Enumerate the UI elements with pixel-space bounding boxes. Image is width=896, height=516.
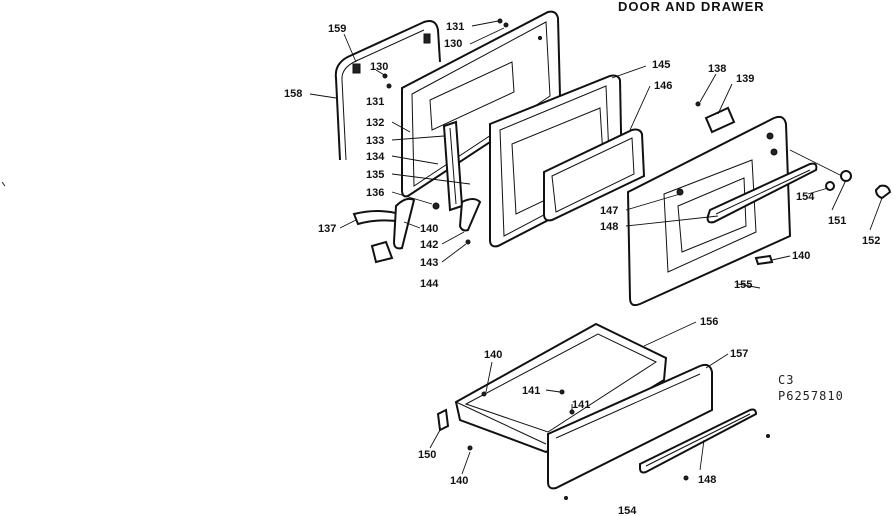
callout-labels: 159 131 130 130 131 158 132 133 134 135 … xyxy=(284,21,880,516)
callout-136: 136 xyxy=(366,187,384,199)
part-clip-140 xyxy=(754,254,774,266)
callout-159: 159 xyxy=(328,23,346,35)
callout-144: 144 xyxy=(420,278,439,290)
callout-138: 138 xyxy=(708,63,726,75)
callout-148: 148 xyxy=(600,221,618,233)
callout-154: 154 xyxy=(618,505,637,516)
callout-140: 140 xyxy=(420,223,438,235)
part-drawer-body xyxy=(454,322,668,454)
part-handle-bracket xyxy=(695,101,736,134)
part-drawer-clip xyxy=(436,389,770,500)
callout-157: 157 xyxy=(730,348,748,360)
callout-143: 143 xyxy=(420,257,438,269)
callout-133: 133 xyxy=(366,135,384,147)
part-window-glass xyxy=(543,128,646,222)
part-door-hinge-assembly xyxy=(352,120,482,264)
callout-148: 148 xyxy=(698,474,716,486)
callout-135: 135 xyxy=(366,169,384,181)
stray-mark xyxy=(1,181,6,187)
callout-139: 139 xyxy=(736,73,754,85)
callout-132: 132 xyxy=(366,117,384,129)
callout-154: 154 xyxy=(796,191,815,203)
part-drawer-front xyxy=(547,363,713,490)
callout-145: 145 xyxy=(652,59,670,71)
diagram-code-line2: P6257810 xyxy=(778,389,844,403)
callout-140: 140 xyxy=(484,349,502,361)
callout-146: 146 xyxy=(654,80,672,92)
callout-137: 137 xyxy=(318,223,336,235)
part-outer-door-panel xyxy=(401,10,562,198)
part-handle-caps xyxy=(789,149,892,200)
callout-140: 140 xyxy=(792,250,810,262)
callout-130: 130 xyxy=(444,38,462,50)
callout-151: 151 xyxy=(828,215,846,227)
callout-131: 131 xyxy=(366,96,384,108)
callout-141: 141 xyxy=(572,399,590,411)
diagram-code-line1: C3 xyxy=(778,373,794,387)
callout-142: 142 xyxy=(420,239,438,251)
callout-131: 131 xyxy=(446,21,464,33)
part-drawer-rail xyxy=(639,408,758,474)
callout-130: 130 xyxy=(370,61,388,73)
callout-152: 152 xyxy=(862,235,880,247)
callout-140: 140 xyxy=(450,475,468,487)
diagram-title: DOOR AND DRAWER xyxy=(618,0,765,14)
callout-134: 134 xyxy=(366,151,385,163)
part-door-handle xyxy=(706,162,818,224)
callout-141: 141 xyxy=(522,385,540,397)
callout-147: 147 xyxy=(600,205,618,217)
leader-lines xyxy=(309,20,883,475)
callout-158: 158 xyxy=(284,88,302,100)
callout-150: 150 xyxy=(418,449,436,461)
callout-156: 156 xyxy=(700,316,718,328)
callout-155: 155 xyxy=(734,279,752,291)
